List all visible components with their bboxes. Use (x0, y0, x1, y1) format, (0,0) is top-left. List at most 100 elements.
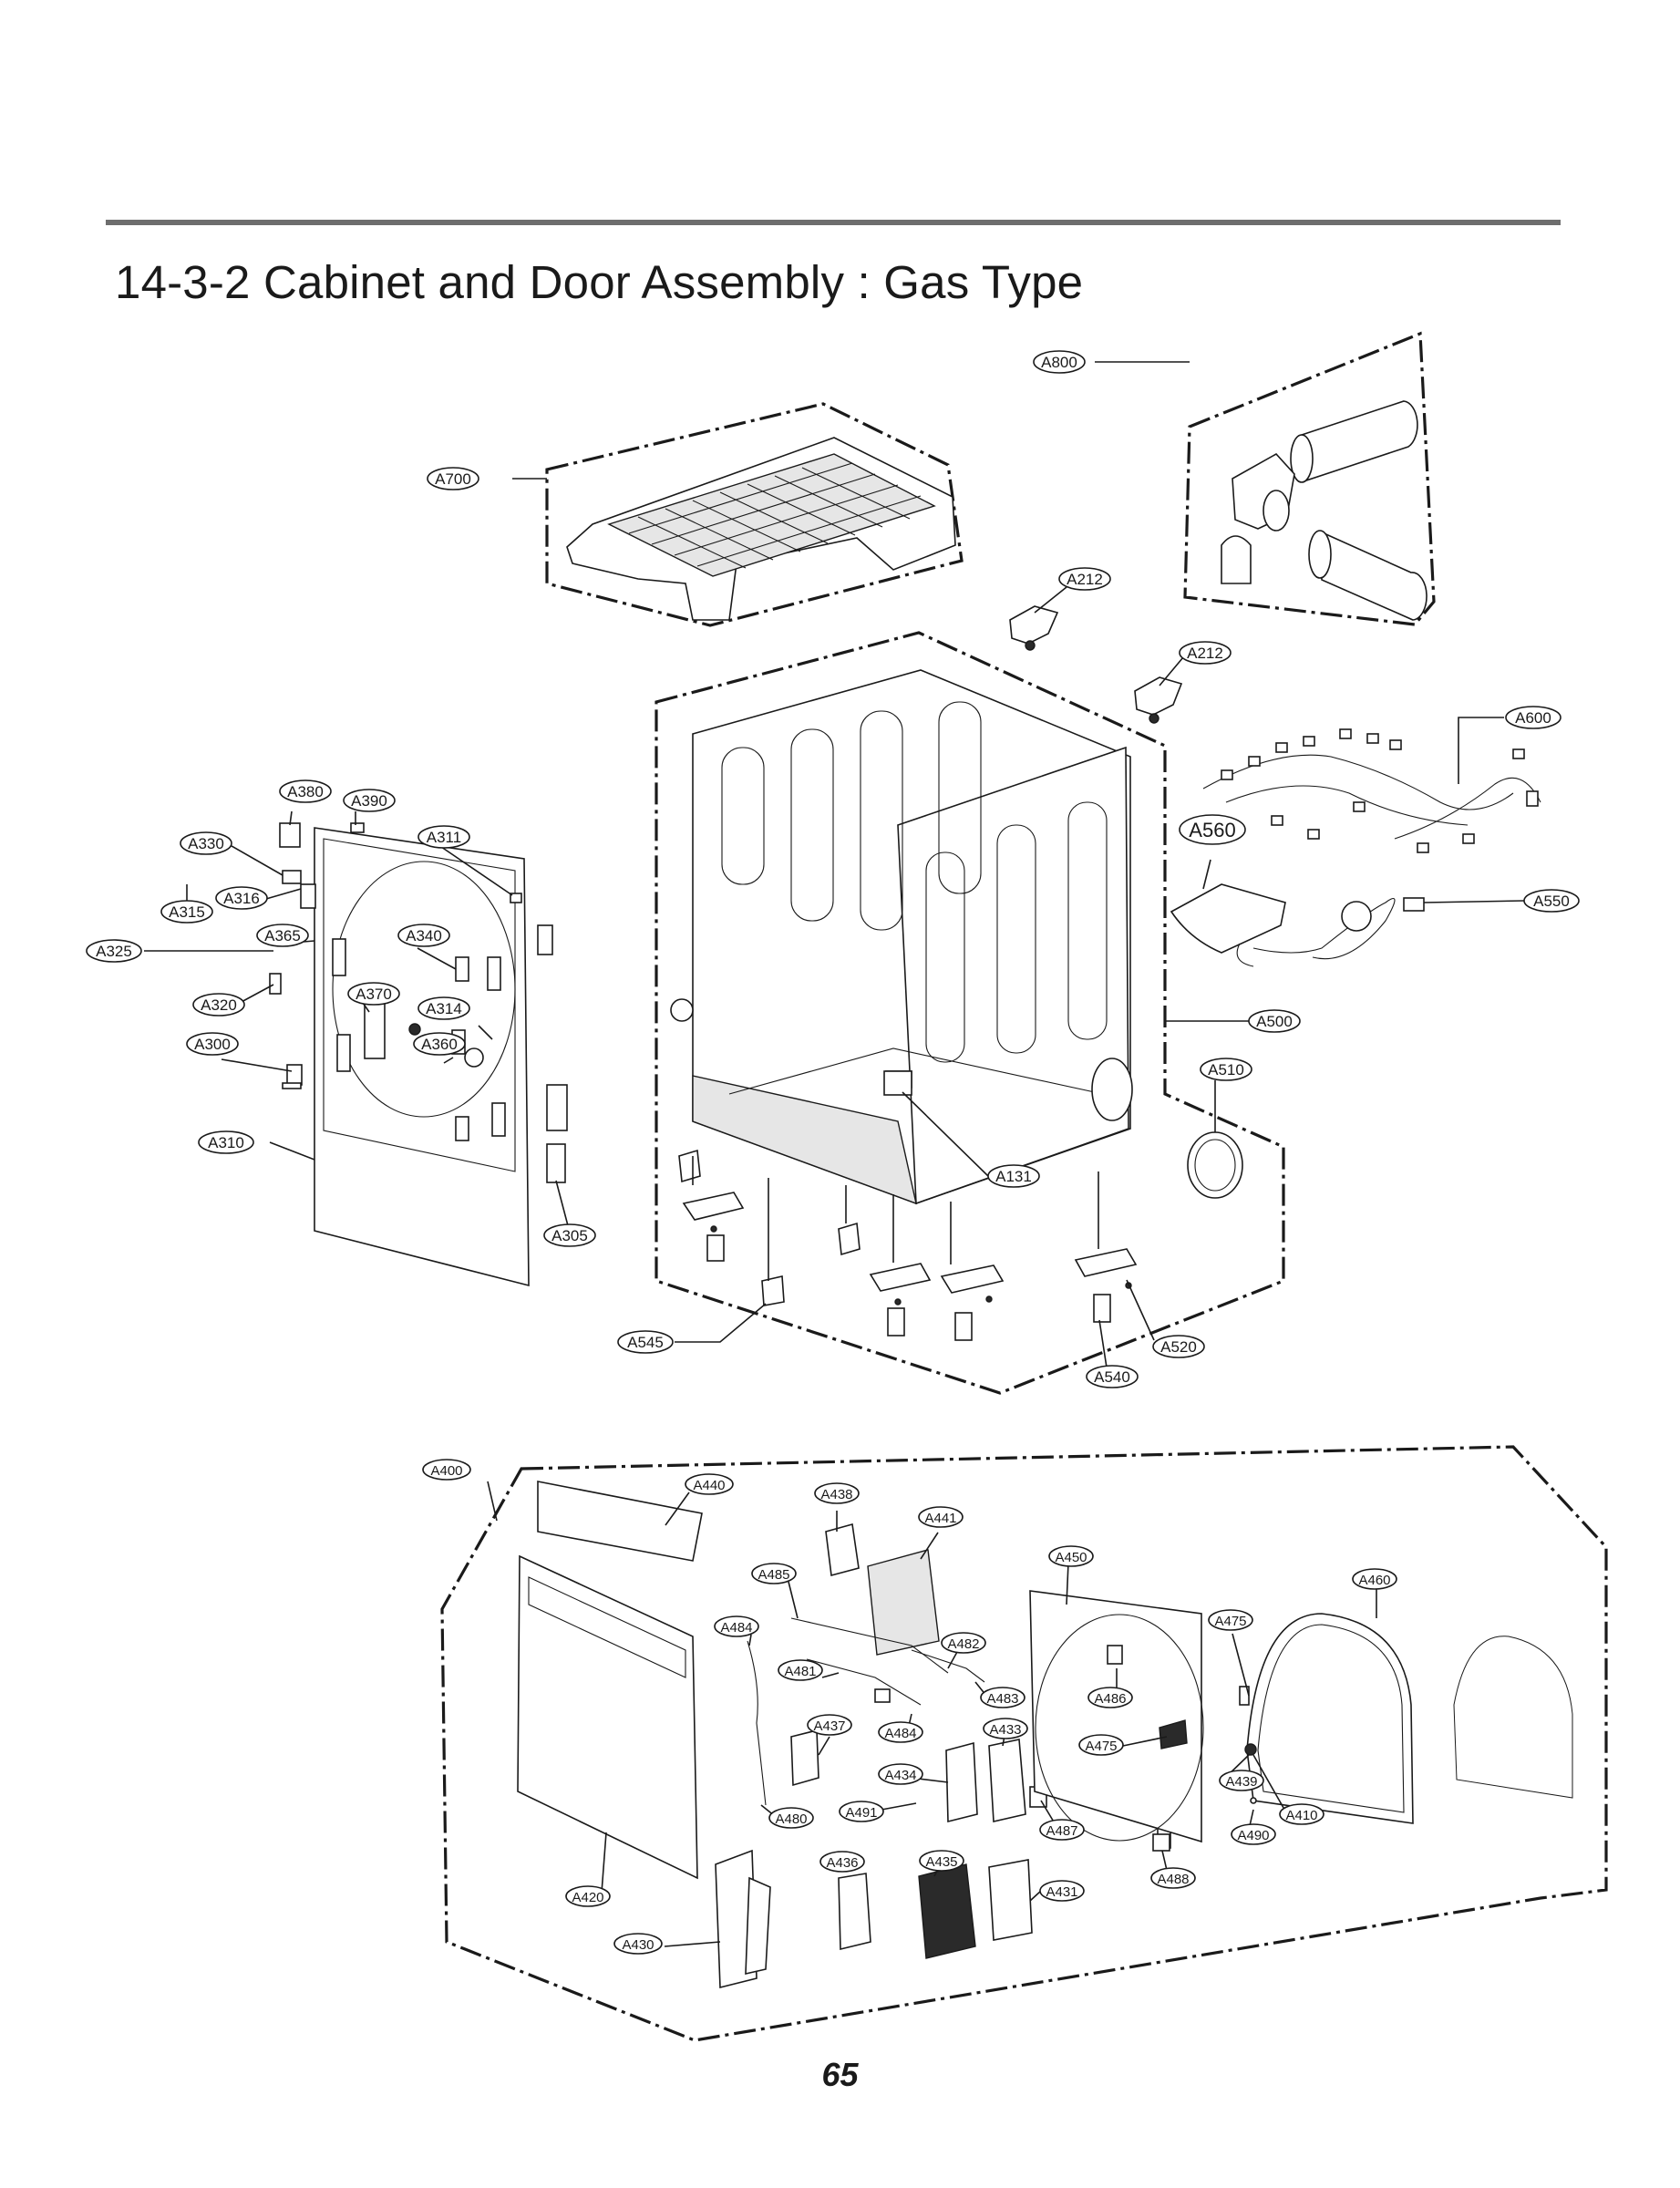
svg-text:A550: A550 (1533, 893, 1570, 910)
callout-A433: A433 (983, 1718, 1028, 1739)
svg-text:A410: A410 (1285, 1808, 1317, 1823)
callout-A800: A800 (1033, 350, 1086, 374)
cabinet-part (670, 669, 1133, 1205)
svg-text:A600: A600 (1515, 709, 1551, 727)
bracket-part-upper (1009, 605, 1059, 651)
callout-A441: A441 (918, 1506, 964, 1528)
page-number: 65 (821, 2056, 859, 2093)
callout-A440: A440 (685, 1473, 734, 1495)
svg-text:A487: A487 (1046, 1823, 1077, 1839)
svg-text:A490: A490 (1237, 1828, 1269, 1843)
callout-A305: A305 (543, 1223, 596, 1247)
svg-text:A460: A460 (1358, 1573, 1390, 1588)
callout-A475-lower: A475 (1078, 1734, 1124, 1756)
svg-text:A305: A305 (551, 1227, 588, 1244)
svg-text:A400: A400 (430, 1463, 462, 1479)
door-outer-panel-part (517, 1554, 698, 1880)
callout-A420: A420 (565, 1885, 611, 1907)
svg-text:A311: A311 (427, 829, 461, 846)
svg-text:A450: A450 (1055, 1550, 1087, 1565)
svg-text:A430: A430 (622, 1937, 654, 1953)
callout-A560: A560 (1179, 814, 1246, 845)
svg-text:A360: A360 (421, 1036, 458, 1053)
door-glass-part (1453, 1636, 1573, 1799)
callout-A439: A439 (1219, 1770, 1264, 1791)
callout-A485: A485 (751, 1563, 797, 1584)
callout-A316: A316 (215, 886, 268, 910)
svg-text:A434: A434 (884, 1768, 916, 1783)
exhaust-duct-part (1221, 400, 1427, 621)
door-hinge-part (715, 1849, 771, 1989)
callout-A490: A490 (1231, 1823, 1276, 1845)
callout-A212-upper: A212 (1058, 567, 1111, 591)
callout-A436: A436 (819, 1851, 865, 1873)
svg-text:A480: A480 (775, 1811, 807, 1827)
callout-A450: A450 (1048, 1545, 1094, 1567)
callout-A484-upper: A484 (714, 1615, 759, 1637)
callout-A438: A438 (814, 1482, 860, 1504)
callout-A434: A434 (878, 1763, 923, 1785)
door-lock-parts (790, 1522, 1171, 1959)
svg-text:A483: A483 (986, 1691, 1018, 1707)
front-panel-part (314, 827, 530, 1287)
svg-text:A484: A484 (720, 1620, 752, 1636)
svg-text:A475: A475 (1085, 1739, 1117, 1754)
svg-text:A488: A488 (1157, 1872, 1189, 1887)
top-cover-group-outline (545, 402, 964, 627)
svg-text:A800: A800 (1041, 354, 1077, 371)
svg-text:A440: A440 (693, 1478, 725, 1493)
front-panel-small-parts (269, 822, 568, 1183)
wire-harness-part (1202, 728, 1541, 853)
callout-A212-lower: A212 (1179, 641, 1232, 665)
svg-text:A435: A435 (925, 1854, 957, 1870)
callout-A360: A360 (413, 1032, 466, 1056)
bracket-part-lower (1134, 676, 1183, 724)
svg-text:A340: A340 (406, 927, 442, 944)
callout-A540: A540 (1086, 1365, 1139, 1388)
svg-text:A482: A482 (947, 1636, 979, 1652)
callout-A550: A550 (1523, 889, 1580, 913)
callout-A310: A310 (198, 1130, 254, 1154)
svg-text:A380: A380 (287, 783, 324, 800)
callout-A410: A410 (1279, 1803, 1324, 1825)
power-cord-part (1252, 897, 1425, 960)
svg-text:A510: A510 (1208, 1061, 1244, 1079)
callout-A700: A700 (427, 467, 479, 490)
callout-A520: A520 (1152, 1335, 1205, 1358)
ring-gasket-part (1187, 1131, 1243, 1199)
callout-A330: A330 (180, 831, 232, 855)
door-gasket-part (1246, 1613, 1414, 1824)
callout-A487: A487 (1039, 1819, 1085, 1841)
svg-text:A439: A439 (1225, 1774, 1257, 1790)
callout-A488: A488 (1150, 1867, 1196, 1889)
svg-text:A520: A520 (1160, 1338, 1197, 1356)
svg-text:A560: A560 (1189, 819, 1235, 841)
callout-A370: A370 (347, 982, 400, 1006)
callout-A480: A480 (768, 1807, 814, 1829)
callout-A437: A437 (807, 1714, 852, 1736)
callout-A460: A460 (1352, 1568, 1397, 1590)
door-handle-part (537, 1481, 703, 1562)
svg-text:A484: A484 (884, 1726, 916, 1741)
svg-text:A370: A370 (356, 986, 392, 1003)
callout-A500: A500 (1248, 1009, 1301, 1033)
svg-text:A390: A390 (351, 792, 387, 810)
svg-text:A316: A316 (223, 890, 260, 907)
svg-text:A212: A212 (1067, 571, 1103, 588)
callout-A475-upper: A475 (1208, 1609, 1253, 1631)
svg-text:A300: A300 (194, 1036, 231, 1053)
callout-A482: A482 (941, 1632, 986, 1654)
svg-text:A700: A700 (435, 470, 471, 488)
svg-text:A330: A330 (188, 835, 224, 852)
svg-text:A540: A540 (1094, 1368, 1130, 1386)
svg-text:A441: A441 (924, 1511, 956, 1526)
callout-A430: A430 (613, 1933, 663, 1955)
svg-text:A485: A485 (758, 1567, 789, 1583)
leader-lines (144, 361, 1525, 1947)
callout-A600: A600 (1505, 706, 1561, 729)
svg-text:A491: A491 (845, 1805, 877, 1821)
callout-A314: A314 (417, 996, 470, 1020)
callout-A325: A325 (86, 939, 142, 963)
callout-A300: A300 (186, 1032, 239, 1056)
callout-A484-lower: A484 (878, 1721, 923, 1743)
